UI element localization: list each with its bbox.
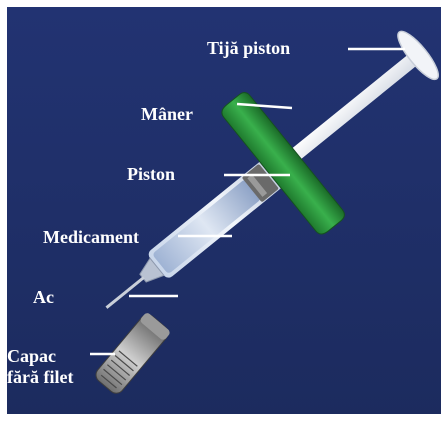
bottom-margin <box>0 414 447 421</box>
label-plunger-rod: Tijă piston <box>207 37 290 59</box>
label-needle: Ac <box>33 286 54 308</box>
label-cap: Capac fără filet <box>7 346 87 388</box>
label-piston: Piston <box>127 163 175 185</box>
label-handle: Mâner <box>141 103 193 125</box>
label-medication: Medicament <box>43 226 139 248</box>
